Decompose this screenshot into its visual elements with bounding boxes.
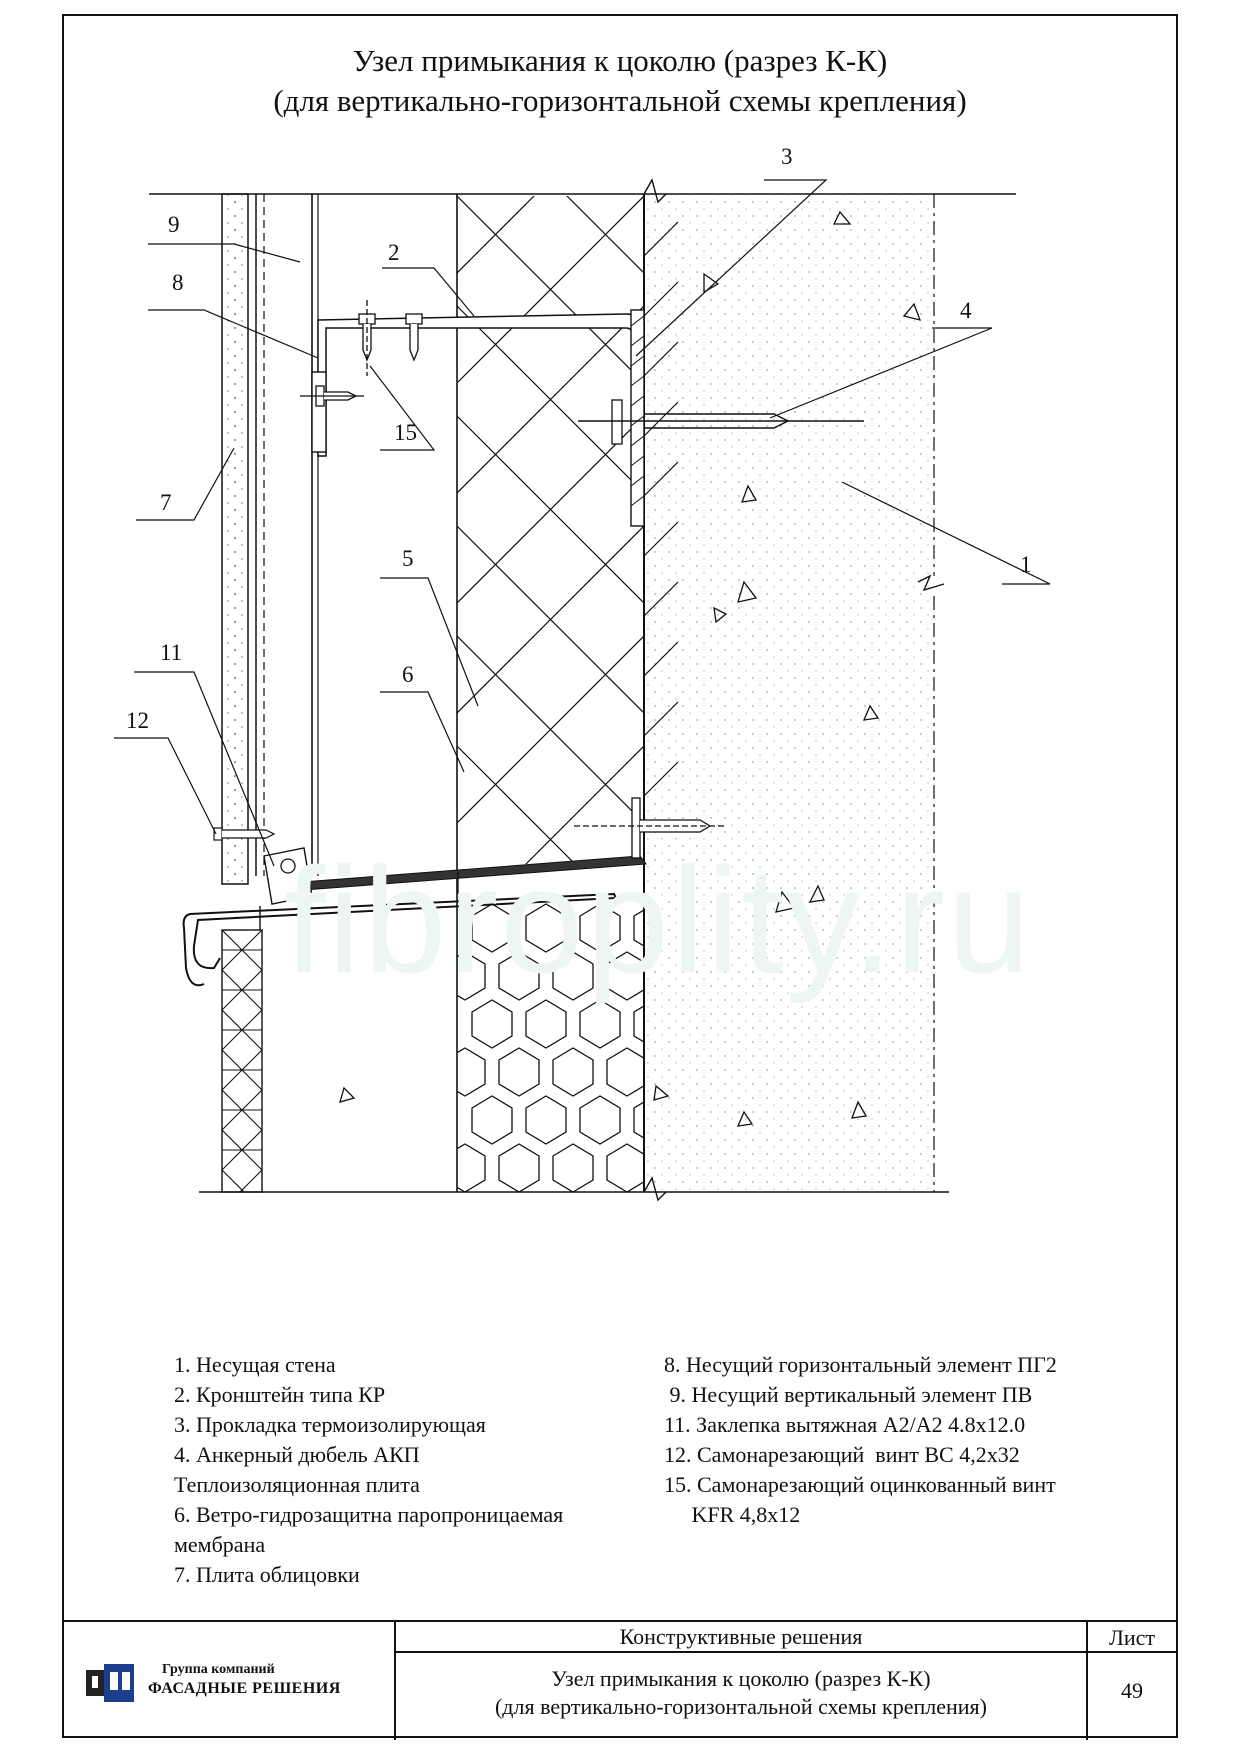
legend-item: 1. Несущая стена bbox=[174, 1352, 336, 1377]
legend-item: Теплоизоляционная плита bbox=[174, 1472, 420, 1497]
legend-item: 15. Самонарезающий оцинкованный винт bbox=[664, 1472, 1056, 1497]
legend-item: 12. Самонарезающий винт ВС 4,2х32 bbox=[664, 1442, 1020, 1467]
legend-item: 7. Плита облицовки bbox=[174, 1562, 360, 1587]
callout-8: 8 bbox=[172, 270, 184, 295]
legend-item: 4. Анкерный дюбель АКП bbox=[174, 1442, 420, 1467]
callout-2: 2 bbox=[388, 240, 400, 265]
company-block: Группа компаний ФАСАДНЫЕ РЕШЕНИЯ bbox=[78, 1656, 388, 1716]
facade-logo-icon bbox=[86, 1664, 134, 1702]
legend-right: 8. Несущий горизонтальный элемент ПГ2 9.… bbox=[664, 1350, 1057, 1530]
legend-item: 2. Кронштейн типа КР bbox=[174, 1382, 386, 1407]
title-line-1: Узел примыкания к цоколю (разрез К-К) bbox=[352, 43, 888, 78]
callout-1: 1 bbox=[1020, 552, 1032, 577]
department: Конструктивные решения bbox=[619, 1624, 863, 1649]
drawing-sheet: Узел примыкания к цоколю (разрез К-К) (д… bbox=[62, 14, 1178, 1740]
callout-15: 15 bbox=[394, 420, 417, 445]
company-name-line-2: ФАСАДНЫЕ РЕШЕНИЯ bbox=[148, 1680, 341, 1697]
legend-item: 11. Заклепка вытяжная А2/А2 4.8х12.0 bbox=[664, 1412, 1026, 1437]
legend-left: 1. Несущая стена 2. Кронштейн типа КР 3.… bbox=[174, 1350, 563, 1590]
title-block: Группа компаний ФАСАДНЫЕ РЕШЕНИЯ Констру… bbox=[64, 1620, 1176, 1740]
callout-5: 5 bbox=[402, 546, 414, 571]
callout-7: 7 bbox=[160, 490, 172, 515]
legend-item: 8. Несущий горизонтальный элемент ПГ2 bbox=[664, 1352, 1057, 1377]
stamp-description-line-1: Узел примыкания к цоколю (разрез К-К) bbox=[551, 1666, 931, 1691]
callout-12: 12 bbox=[126, 708, 149, 733]
sheet-number: 49 bbox=[1121, 1678, 1143, 1703]
legend-item: мембрана bbox=[174, 1532, 266, 1557]
callout-3: 3 bbox=[781, 144, 793, 169]
sheet-label: Лист bbox=[1108, 1625, 1156, 1650]
callout-11: 11 bbox=[160, 640, 183, 665]
callout-4: 4 bbox=[960, 298, 972, 323]
callout-6: 6 bbox=[402, 662, 414, 687]
legend-item: 6. Ветро-гидрозащитна паропроницаемая bbox=[174, 1502, 564, 1527]
divider bbox=[1086, 1622, 1088, 1740]
divider bbox=[394, 1622, 396, 1740]
title-line-2: (для вертикально-горизонтальной схемы кр… bbox=[273, 83, 967, 118]
section-drawing bbox=[114, 178, 1051, 1202]
divider bbox=[394, 1651, 1176, 1653]
legend-item: 9. Несущий вертикальный элемент ПВ bbox=[664, 1382, 1033, 1407]
stamp-description-line-2: (для вертикально-горизонтальной схемы кр… bbox=[494, 1694, 987, 1719]
legend-item: 3. Прокладка термоизолирующая bbox=[174, 1412, 486, 1437]
company-name-line-1: Группа компаний bbox=[162, 1662, 275, 1677]
callout-9: 9 bbox=[168, 212, 180, 237]
legend-item: KFR 4,8х12 bbox=[664, 1502, 801, 1527]
